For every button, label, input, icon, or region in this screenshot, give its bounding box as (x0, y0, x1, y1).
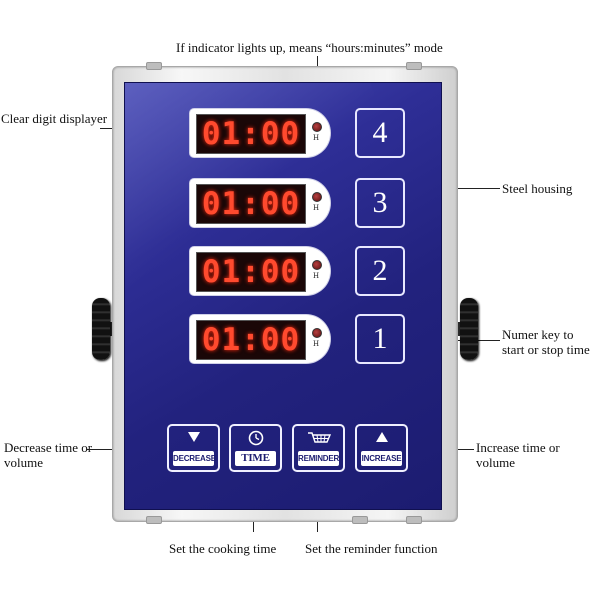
hours-indicator-led (312, 328, 322, 338)
digit-screen: 01:00 (196, 320, 306, 360)
hours-indicator-led (312, 122, 322, 132)
digit-readout: 01:00 (201, 254, 301, 290)
housing-tab-top-right (406, 62, 422, 70)
housing-leader (456, 188, 500, 189)
housing-tab-bottom-mid (352, 516, 368, 524)
indicator-callout: If indicator lights up, means “hours:min… (176, 40, 443, 55)
decrease-callout-line1: Decrease time or (4, 440, 93, 455)
right-knob-stem (454, 322, 464, 336)
number-key-4[interactable]: 4 (355, 108, 405, 158)
hours-indicator-led (312, 260, 322, 270)
display-3: 01:00 H (190, 179, 330, 227)
decrease-button[interactable]: DECREASE (167, 424, 220, 472)
increase-callout-line2: volume (476, 455, 515, 470)
number-key-3[interactable]: 3 (355, 178, 405, 228)
digit-readout: 01:00 (201, 186, 301, 222)
hours-indicator-label: H (313, 272, 320, 280)
digit-screen: 01:00 (196, 184, 306, 224)
time-label: TIME (235, 451, 276, 466)
housing-tab-top-left (146, 62, 162, 70)
numkey-callout: Numer key to start or stop time (502, 327, 590, 357)
number-key-1[interactable]: 1 (355, 314, 405, 364)
time-callout: Set the cooking time (169, 541, 277, 556)
digit-readout: 01:00 (201, 116, 301, 152)
basket-icon (294, 430, 343, 446)
digit-readout: 01:00 (201, 322, 301, 358)
decrease-label: DECREASE (173, 451, 216, 466)
housing-tab-bottom-right (406, 516, 422, 524)
triangle-up-icon (357, 430, 406, 446)
decrease-callout: Decrease time or volume (4, 440, 92, 470)
reminder-button[interactable]: REMINDER (292, 424, 345, 472)
time-button[interactable]: TIME (229, 424, 282, 472)
hours-indicator-label: H (313, 134, 320, 142)
hours-indicator-label: H (313, 204, 320, 212)
digit-screen: 01:00 (196, 252, 306, 292)
hours-indicator-led (312, 192, 322, 202)
display-2: 01:00 H (190, 247, 330, 295)
control-panel: 01:00 H 4 01:00 H 3 01:00 H 2 01:00 H 1 … (124, 82, 442, 510)
reminder-callout: Set the reminder function (305, 541, 438, 556)
digit-screen: 01:00 (196, 114, 306, 154)
numkey-callout-line2: start or stop time (502, 342, 590, 357)
housing-callout: Steel housing (502, 181, 573, 196)
clock-icon (231, 430, 280, 446)
housing-tab-bottom-left (146, 516, 162, 524)
number-key-2[interactable]: 2 (355, 246, 405, 296)
increase-button[interactable]: INCREASE (355, 424, 408, 472)
left-knob[interactable] (92, 298, 110, 360)
reminder-label: REMINDER (298, 451, 339, 466)
triangle-down-icon (169, 430, 218, 446)
increase-callout: Increase time or volume (476, 440, 560, 470)
increase-label: INCREASE (361, 451, 402, 466)
display-1: 01:00 H (190, 315, 330, 363)
decrease-callout-line2: volume (4, 455, 43, 470)
increase-callout-line1: Increase time or (476, 440, 560, 455)
hours-indicator-label: H (313, 340, 320, 348)
numkey-callout-line1: Numer key to (502, 327, 574, 342)
display-4: 01:00 H (190, 109, 330, 157)
right-knob[interactable] (460, 298, 478, 360)
display-callout: Clear digit displayer (1, 111, 108, 126)
